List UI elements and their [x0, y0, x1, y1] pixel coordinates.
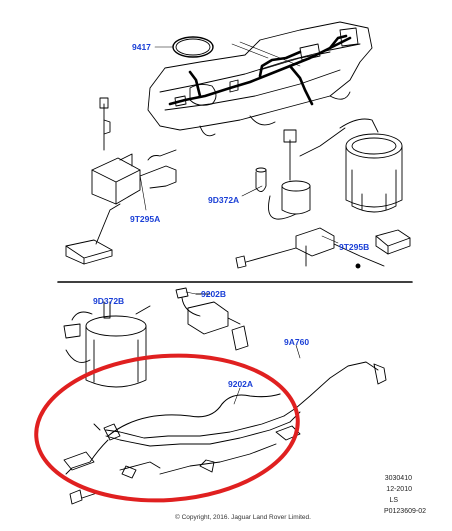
fuel-level-sender-9t295a	[65, 97, 177, 265]
copyright-notice: © Copyright, 2016. Jaguar Land Rover Lim…	[175, 514, 311, 521]
sealing-ring-inner	[175, 38, 211, 56]
fuel-tank	[147, 21, 373, 137]
fuel-level-sender-9t295b	[235, 227, 411, 269]
wire-9202a	[107, 393, 281, 437]
part-label-9417[interactable]: 9417	[132, 42, 151, 52]
highlight-circle	[34, 353, 300, 503]
part-label-9202a[interactable]: 9202A	[228, 379, 254, 389]
leader-lines-top	[139, 41, 339, 244]
sealing-ring-9417	[172, 36, 214, 58]
diagram-ref: P0123609-02	[383, 508, 426, 515]
fuel-level-sender-9202b	[175, 287, 249, 351]
diagram-date: 12-2010	[386, 486, 412, 493]
leader-lines-bottom	[109, 291, 301, 405]
diagram-id: 3030410	[384, 475, 412, 482]
part-label-9t295b[interactable]: 9T295B	[339, 242, 370, 252]
part-label-9d372b[interactable]: 9D372B	[93, 296, 125, 306]
part-label-9t295a[interactable]: 9T295A	[130, 214, 161, 224]
harness-9a760	[63, 361, 387, 505]
fuel-pump-module-9d372a	[255, 127, 346, 220]
tank-wiring-harness	[168, 34, 352, 106]
fuel-pump-large	[339, 118, 403, 213]
part-label-9d372a[interactable]: 9D372A	[208, 195, 240, 205]
part-label-9202b[interactable]: 9202B	[201, 289, 227, 299]
part-label-9a760[interactable]: 9A760	[284, 337, 310, 347]
fuel-pump-module-9d372b	[63, 301, 151, 388]
diagram-model: LS	[389, 497, 398, 504]
